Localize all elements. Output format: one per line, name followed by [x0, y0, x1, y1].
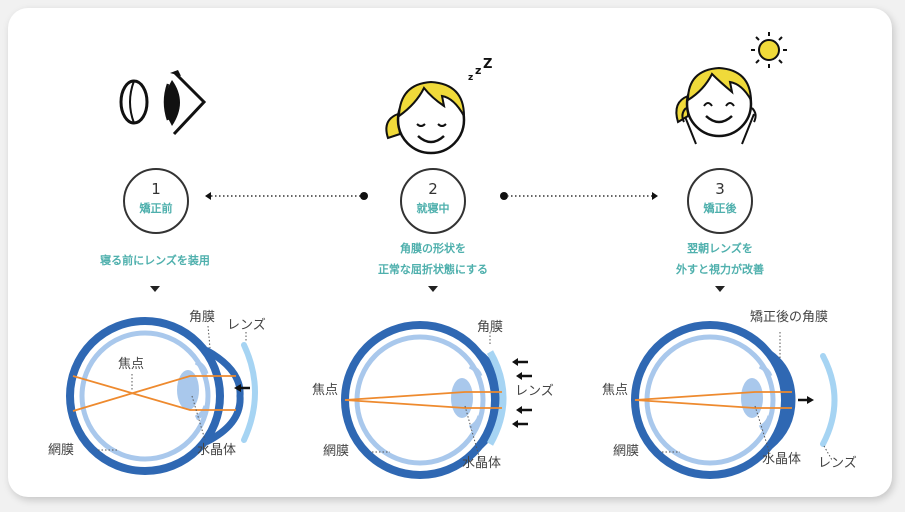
- connector-arrow-right: [500, 192, 658, 200]
- step-3-circle: 3 矯正後: [687, 168, 753, 234]
- step-1-circle: 1 矯正前: [123, 168, 189, 234]
- sleeping-girl-icon: z z Z: [385, 57, 492, 155]
- caption-line: 外すと視力が改善: [676, 263, 764, 276]
- step-1-caption: 寝る前にレンズを装用: [70, 250, 240, 271]
- connector-arrow-left: [205, 192, 368, 200]
- step-name: 就寝中: [416, 202, 450, 215]
- crystalline-lens-label: 水晶体: [762, 452, 802, 467]
- eye-diagram-sleeping: [341, 321, 532, 479]
- caption-line: 正常な屈折状態にする: [377, 263, 489, 276]
- eye-diagram-before: [66, 317, 258, 475]
- lens-label: レンズ: [818, 456, 857, 471]
- down-arrow-icon: [150, 286, 160, 292]
- zzz-text: z: [468, 73, 473, 83]
- step-number: 3: [715, 180, 725, 198]
- caption-line: 翌朝レンズを: [687, 242, 753, 255]
- down-arrow-icon: [428, 286, 438, 292]
- cornea-label: 矯正後の角膜: [750, 310, 829, 325]
- step-2-circle: 2 就寝中: [400, 168, 466, 234]
- lens-label: レンズ: [515, 384, 554, 399]
- sun-icon: [751, 32, 787, 68]
- down-arrow-icon: [715, 286, 725, 292]
- step-2-caption: 角膜の形状を 正常な屈折状態にする: [348, 238, 518, 280]
- svg-text:z: z: [475, 64, 481, 77]
- step-3-caption: 翌朝レンズを 外すと視力が改善: [635, 238, 805, 280]
- step-name: 矯正後: [703, 202, 737, 215]
- crystalline-lens-label: 水晶体: [462, 456, 502, 471]
- happy-girl-with-sun-icon: [675, 32, 787, 145]
- focus-label: 焦点: [312, 383, 339, 398]
- crystalline-lens-label: 水晶体: [197, 443, 237, 458]
- focus-label: 焦点: [602, 383, 629, 398]
- caption-line: 寝る前にレンズを装用: [100, 254, 210, 267]
- eye-diagram-after: [631, 321, 838, 479]
- retina-label: 網膜: [613, 444, 640, 459]
- svg-text:Z: Z: [483, 57, 492, 72]
- cornea-label: 角膜: [189, 310, 216, 325]
- lens-label: レンズ: [227, 318, 266, 333]
- retina-label: 網膜: [323, 444, 350, 459]
- retina-label: 網膜: [48, 443, 75, 458]
- caption-line: 角膜の形状を: [400, 242, 466, 255]
- step-name: 矯正前: [139, 202, 173, 215]
- step-number: 2: [428, 180, 438, 198]
- focus-label: 焦点: [118, 357, 145, 372]
- contact-lens-and-eye-icon: [119, 70, 207, 136]
- cornea-label: 角膜: [477, 320, 504, 335]
- step-number: 1: [151, 180, 161, 198]
